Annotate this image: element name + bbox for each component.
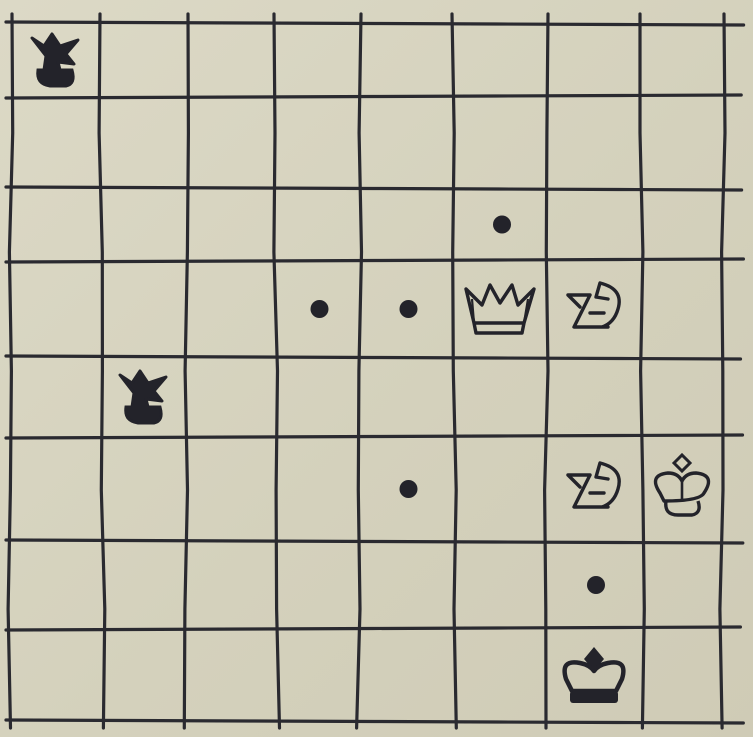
square-h4[interactable]	[642, 358, 722, 436]
square-h5[interactable]	[642, 264, 722, 354]
square-a1[interactable]	[14, 632, 98, 718]
move-dot-f6	[493, 216, 511, 234]
square-d4[interactable]	[276, 358, 359, 436]
square-c2[interactable]	[190, 542, 272, 628]
move-dot-e5	[400, 300, 418, 318]
square-a2[interactable]	[14, 542, 98, 628]
square-b7[interactable]	[102, 100, 186, 185]
square-d2[interactable]	[276, 542, 359, 628]
square-a7[interactable]	[14, 100, 98, 185]
square-e6[interactable]	[363, 189, 450, 260]
move-dot-e3	[400, 480, 418, 498]
square-b8[interactable]	[102, 24, 186, 96]
square-g6[interactable]	[550, 189, 638, 260]
square-g8[interactable]	[550, 24, 638, 96]
square-h1[interactable]	[642, 632, 722, 718]
square-d8[interactable]	[276, 24, 359, 96]
square-d3[interactable]	[276, 440, 359, 538]
square-d7[interactable]	[276, 100, 359, 185]
square-b6[interactable]	[102, 189, 186, 260]
square-e8[interactable]	[363, 24, 450, 96]
square-b1[interactable]	[102, 632, 186, 718]
square-b2[interactable]	[102, 542, 186, 628]
square-h6[interactable]	[642, 189, 722, 260]
square-e2[interactable]	[363, 542, 450, 628]
square-h2[interactable]	[642, 542, 722, 628]
square-f5[interactable]	[454, 264, 546, 354]
move-dot-g2	[587, 576, 605, 594]
grid-line-vertical	[8, 14, 13, 728]
square-f2[interactable]	[454, 542, 546, 628]
square-e4[interactable]	[363, 358, 450, 436]
square-f7[interactable]	[454, 100, 546, 185]
square-b5[interactable]	[102, 264, 186, 354]
square-a3[interactable]	[14, 440, 98, 538]
square-f3[interactable]	[454, 440, 546, 538]
square-d6[interactable]	[276, 189, 359, 260]
square-c4[interactable]	[190, 358, 272, 436]
square-c3[interactable]	[190, 440, 272, 538]
move-dot-d5	[311, 300, 329, 318]
square-c6[interactable]	[190, 189, 272, 260]
square-a6[interactable]	[14, 189, 98, 260]
square-c1[interactable]	[190, 632, 272, 718]
square-d1[interactable]	[276, 632, 359, 718]
square-c7[interactable]	[190, 100, 272, 185]
square-a5[interactable]	[14, 264, 98, 354]
square-c8[interactable]	[190, 24, 272, 96]
board-squares	[14, 24, 722, 718]
square-c5[interactable]	[190, 264, 272, 354]
square-a4[interactable]	[14, 358, 98, 436]
square-h8[interactable]	[642, 24, 722, 96]
square-h7[interactable]	[642, 100, 722, 185]
square-g5[interactable]	[550, 264, 638, 354]
square-b3[interactable]	[102, 440, 186, 538]
square-f8[interactable]	[454, 24, 546, 96]
square-g4[interactable]	[550, 358, 638, 436]
grid-line-horizontal	[6, 720, 743, 723]
square-f4[interactable]	[454, 358, 546, 436]
square-g3[interactable]	[550, 440, 638, 538]
square-e1[interactable]	[363, 632, 450, 718]
square-f1[interactable]	[454, 632, 546, 718]
square-e7[interactable]	[363, 100, 450, 185]
square-g7[interactable]	[550, 100, 638, 185]
